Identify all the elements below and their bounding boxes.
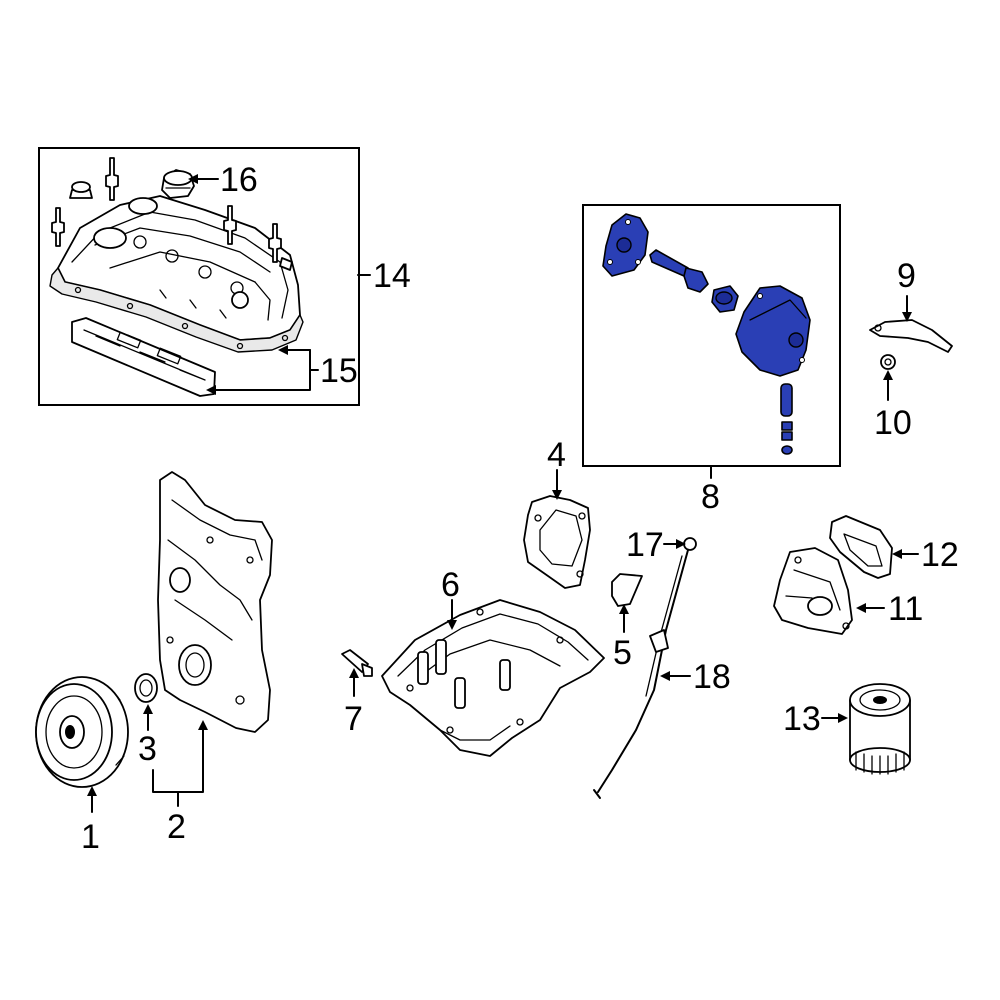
callout-6: 6 [441,566,460,604]
oil-pump-shaft[interactable] [649,249,709,293]
callout-9: 9 [897,257,916,295]
valve-cover-gasket-flange [49,267,304,353]
oil-pan[interactable] [381,599,605,757]
oil-pump-chain-guide[interactable] [869,319,953,353]
callout-17: 17 [626,526,664,564]
relief-valve[interactable] [780,383,793,455]
dipstick-tube[interactable] [593,629,669,799]
front-crank-seal[interactable] [134,673,158,703]
callout-12: 12 [921,536,959,574]
callout-4: 4 [547,436,566,474]
valve-cover[interactable] [57,195,301,341]
breather-grommet[interactable] [69,181,93,199]
callout-7: 7 [344,700,363,738]
cover-studs[interactable] [51,157,293,271]
leader-lines [87,174,919,813]
oil-filter-adapter[interactable] [773,547,853,635]
callout-labels: 16 14 15 9 10 8 4 17 12 11 6 5 18 7 13 3… [81,161,959,856]
callout-13: 13 [783,700,821,738]
callout-8: 8 [701,478,720,516]
oil-pressure-switch[interactable] [341,649,373,677]
oil-pump-coupler[interactable] [711,285,739,313]
oil-filter[interactable] [849,683,911,775]
callout-18: 18 [693,658,731,696]
callout-1: 1 [81,818,100,856]
callout-3: 3 [138,730,157,768]
oil-baffle[interactable] [611,573,643,607]
oil-pump-box [582,204,841,467]
callout-5: 5 [613,634,632,672]
callout-2: 2 [167,808,186,846]
oil-filler-cap[interactable] [161,169,195,199]
timing-cover[interactable] [157,471,273,733]
adapter-gasket[interactable] [829,515,893,579]
crankshaft-pulley[interactable] [35,676,129,788]
callout-11: 11 [888,590,923,628]
valve-cover-kit-box [38,147,360,406]
callout-16: 16 [220,161,258,199]
callout-10: 10 [874,404,912,442]
rear-main-seal-cover[interactable] [523,495,591,589]
seal-ring[interactable] [880,354,896,370]
callout-15: 15 [320,352,358,390]
oil-pump-body[interactable] [735,285,811,377]
callout-14: 14 [373,257,411,295]
oil-pump-flange[interactable] [602,213,649,277]
